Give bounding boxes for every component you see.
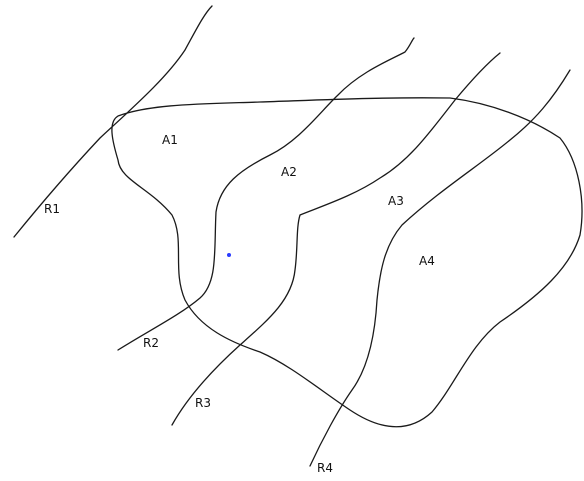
marked-point [227, 253, 231, 257]
area-label-a4: A4 [419, 254, 435, 268]
curve-r4 [309, 69, 571, 467]
area-label-a2: A2 [281, 165, 297, 179]
curve-r3 [171, 52, 501, 426]
curve-label-r2: R2 [143, 336, 159, 350]
curve-r2 [117, 37, 415, 351]
curve-label-r1: R1 [44, 202, 60, 216]
curve-r1 [13, 5, 213, 238]
region-boundary [111, 97, 583, 428]
curve-label-r3: R3 [195, 396, 211, 410]
area-label-a1: A1 [162, 133, 178, 147]
curve-label-r4: R4 [317, 461, 333, 475]
area-label-a3: A3 [388, 194, 404, 208]
